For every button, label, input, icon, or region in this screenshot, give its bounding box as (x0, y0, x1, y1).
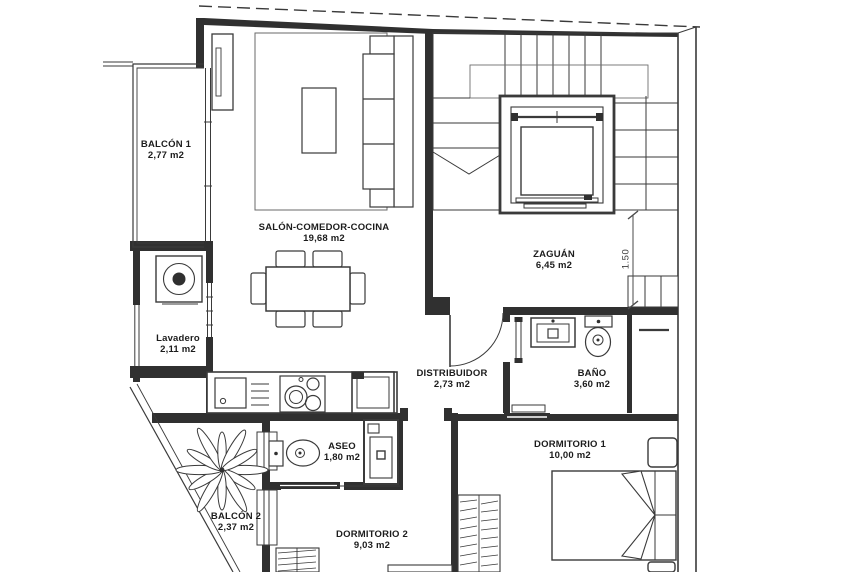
room-name: SALÓN-COMEDOR-COCINA (258, 222, 390, 233)
bed-dormitorio1 (551, 470, 677, 561)
neighbour-wall-stub (103, 61, 133, 67)
room-label-zaguan: ZAGUÁN 6,45 m2 (533, 249, 575, 271)
aseo-toilet (268, 439, 321, 467)
room-area: 2,73 m2 (433, 379, 471, 390)
room-name: ASEO (328, 441, 356, 452)
plant (175, 427, 269, 513)
fridge (351, 371, 395, 414)
room-area: 19,68 m2 (303, 233, 345, 244)
bed-dormitorio2 (275, 547, 453, 572)
interior-walls (130, 31, 678, 572)
washing-machine (155, 255, 203, 305)
sofa (362, 35, 414, 208)
kitchen-sink (214, 377, 269, 409)
dimension-label: 1.50 (620, 248, 632, 270)
room-name: DORMITORIO 2 (336, 529, 408, 540)
room-label-balcon2: BALCÓN 2 2,37 m2 (211, 511, 261, 533)
room-name: Lavadero (156, 333, 200, 344)
room-label-balcon1: BALCÓN 1 2,77 m2 (141, 139, 191, 161)
salon-window (204, 68, 212, 241)
aseo-sliding-door (277, 482, 400, 489)
shower (363, 419, 399, 485)
balcony2-parapet (129, 383, 241, 572)
dimension-line (627, 210, 639, 310)
room-area: 2,77 m2 (147, 150, 185, 161)
room-area: 10,00 m2 (549, 450, 591, 461)
balcony1-parapet (132, 63, 204, 248)
room-name: ZAGUÁN (533, 249, 575, 260)
room-label-bano: BAÑO 3,60 m2 (574, 368, 610, 390)
room-label-lavadero: Lavadero 2,11 m2 (156, 333, 200, 355)
wardrobe-dormitorio1 (457, 494, 501, 572)
property-dashed-line (198, 5, 701, 28)
exterior-walls (196, 18, 678, 68)
room-name: DISTRIBUIDOR (416, 368, 488, 379)
room-label-distribuidor: DISTRIBUIDOR 2,73 m2 (416, 368, 487, 390)
stove (279, 375, 326, 413)
lavadero-window (134, 283, 213, 366)
room-name: DORMITORIO 1 (534, 439, 606, 450)
elevator (498, 94, 616, 215)
bathroom-door (514, 317, 523, 363)
room-area: 9,03 m2 (353, 540, 391, 551)
room-label-dormitorio1: DORMITORIO 1 10,00 m2 (534, 439, 606, 461)
coffee-table (301, 87, 337, 154)
bathroom-toilet (584, 315, 613, 358)
room-name: BAÑO (577, 368, 607, 379)
room-label-aseo: ASEO 1,80 m2 (324, 441, 360, 463)
entrance-door (449, 312, 504, 367)
tv-unit (211, 33, 234, 111)
dining-set (250, 250, 366, 328)
room-area: 2,11 m2 (160, 344, 196, 355)
bathroom-sink (530, 317, 576, 348)
room-area: 2,37 m2 (217, 522, 255, 533)
room-label-salon: SALÓN-COMEDOR-COCINA 19,68 m2 (259, 222, 390, 244)
bedroom1-door (504, 404, 550, 421)
room-name: BALCÓN 1 (140, 139, 192, 150)
room-area: 6,45 m2 (535, 260, 573, 271)
nightstands (647, 437, 678, 572)
exterior-right-wall (677, 26, 697, 572)
room-label-dormitorio2: DORMITORIO 2 9,03 m2 (336, 529, 408, 551)
room-area: 1,80 m2 (323, 452, 361, 463)
room-name: BALCÓN 2 (210, 511, 262, 522)
room-area: 3,60 m2 (573, 379, 611, 390)
